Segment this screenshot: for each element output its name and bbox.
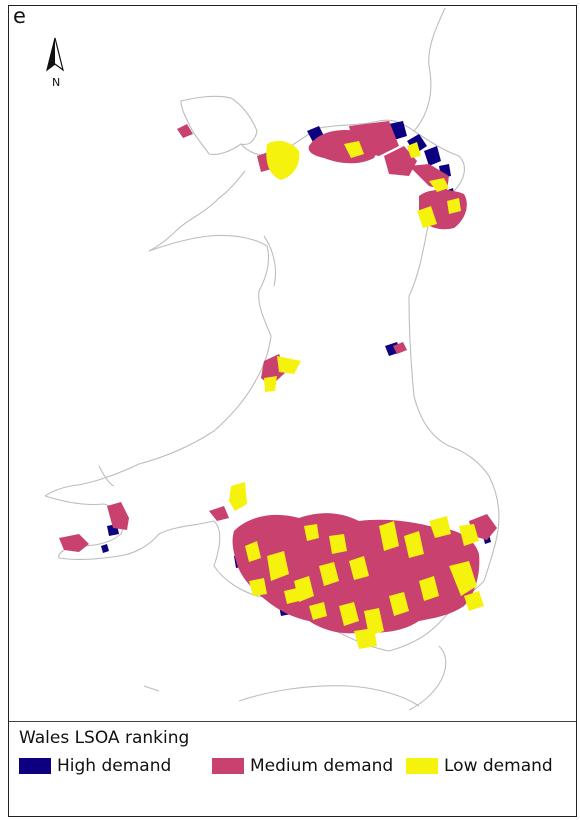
legend-divider — [9, 721, 576, 722]
legend-item-low: Low demand — [406, 756, 553, 776]
legend-swatch-low — [406, 758, 438, 774]
legend-label-high: High demand — [57, 756, 172, 776]
legend-label-medium: Medium demand — [250, 756, 394, 776]
north-arrow-label: N — [52, 76, 61, 89]
panel-letter: e — [13, 4, 26, 28]
north-arrow-icon — [46, 37, 64, 72]
legend-item-high: High demand — [19, 756, 171, 776]
wales-map — [44, 7, 500, 711]
low-demand-areas — [229, 140, 484, 649]
legend-label-low: Low demand — [444, 756, 553, 776]
legend-title: Wales LSOA ranking — [19, 728, 190, 748]
map-frame: e N — [8, 4, 577, 817]
legend-item-medium: Medium demand — [212, 756, 393, 776]
legend-swatch-medium — [212, 758, 244, 774]
legend-swatch-high — [19, 758, 51, 774]
